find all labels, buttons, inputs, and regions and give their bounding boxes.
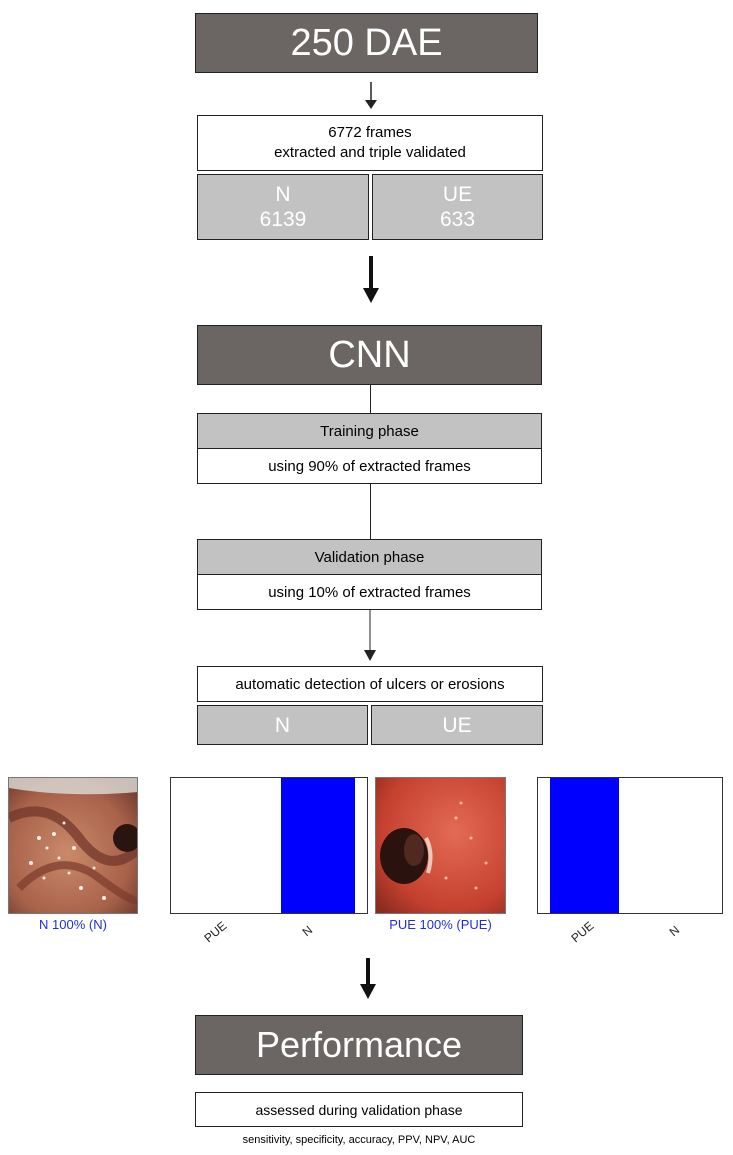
frames-n-box: N 6139 xyxy=(197,174,369,240)
model-title: CNN xyxy=(328,333,411,376)
example-caption-normal: N 100% (N) xyxy=(39,917,107,932)
endoscopy-image-ulcer xyxy=(375,777,506,914)
endoscopy-image-normal xyxy=(8,777,138,914)
plot-tick-n: N xyxy=(666,922,683,940)
input-title: 250 DAE xyxy=(290,21,443,64)
detection-ue-box: UE xyxy=(371,705,543,745)
detection-n-label: N xyxy=(274,713,291,737)
output-metrics: sensitivity, specificity, accuracy, PPV,… xyxy=(242,1134,476,1146)
output-title: Performance xyxy=(255,1024,463,1065)
frames-ue-count: 633 xyxy=(439,208,476,231)
validation-header: Validation phase xyxy=(314,548,425,566)
frames-count: 6772 frames xyxy=(328,124,412,141)
arrow-down-icon xyxy=(364,610,376,661)
frames-n-count: 6139 xyxy=(259,208,307,231)
plot-tick-n: N xyxy=(299,922,316,940)
training-header: Training phase xyxy=(320,422,419,440)
connector-line xyxy=(370,484,371,540)
frames-n-label: N xyxy=(275,183,291,206)
probability-bar-pue xyxy=(549,778,619,913)
probability-bar-n xyxy=(281,778,355,913)
frames-box: 6772 frames extracted and triple validat… xyxy=(197,115,543,171)
output-box: Performance xyxy=(195,1015,523,1075)
plot-tick-pue: PUE xyxy=(568,918,597,946)
validation-detail: using 10% of extracted frames xyxy=(268,583,471,601)
frames-description: extracted and triple validated xyxy=(274,144,466,161)
probability-plot-ulcer xyxy=(537,777,723,914)
frames-ue-box: UE 633 xyxy=(372,174,543,240)
validation-detail-box: using 10% of extracted frames xyxy=(197,574,542,610)
frames-ue-label: UE xyxy=(442,183,473,206)
detection-n-box: N xyxy=(197,705,368,745)
plot-tick-pue: PUE xyxy=(201,918,230,946)
input-box: 250 DAE xyxy=(195,13,538,73)
arrow-down-icon xyxy=(365,82,377,109)
arrow-down-icon xyxy=(360,958,376,999)
output-detail-box: assessed during validation phase xyxy=(195,1092,523,1127)
detection-ue-label: UE xyxy=(442,713,472,737)
connector-line xyxy=(370,385,371,413)
output-detail: assessed during validation phase xyxy=(255,1101,463,1118)
detection-title: automatic detection of ulcers or erosion… xyxy=(235,675,505,693)
probability-plot-normal xyxy=(170,777,368,914)
training-detail: using 90% of extracted frames xyxy=(268,457,471,475)
arrow-down-icon xyxy=(363,256,379,303)
training-header-box: Training phase xyxy=(197,413,542,449)
training-detail-box: using 90% of extracted frames xyxy=(197,448,542,484)
example-caption-ulcer: PUE 100% (PUE) xyxy=(389,917,492,932)
model-box: CNN xyxy=(197,325,542,385)
validation-header-box: Validation phase xyxy=(197,539,542,575)
detection-box: automatic detection of ulcers or erosion… xyxy=(197,666,543,702)
